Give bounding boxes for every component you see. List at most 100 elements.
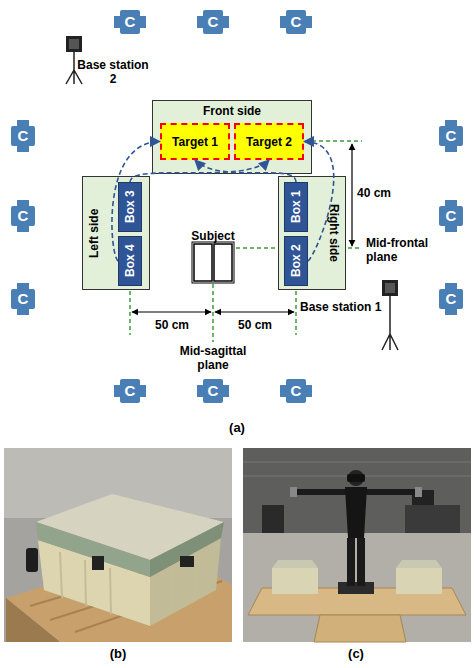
person-hand: [290, 487, 297, 497]
base-station-face: [69, 39, 79, 49]
camera-icon: C: [196, 6, 230, 38]
camera-letter: C: [434, 283, 468, 315]
camera-tab: [280, 16, 287, 28]
box-lid: [272, 560, 318, 568]
box-name: Box 4: [119, 237, 141, 285]
camera-letter: C: [113, 6, 147, 38]
area-box: Front sideTarget 1Target 2: [152, 100, 312, 174]
camera-tab: [139, 385, 146, 397]
camera-icon: C: [113, 6, 147, 38]
camera-icon: C: [434, 200, 468, 232]
dimension-arrow: [215, 311, 294, 312]
camera-tab: [17, 120, 29, 127]
camera-letter: C: [6, 283, 40, 315]
camera-tab: [305, 385, 312, 397]
camera-letter: C: [196, 6, 230, 38]
dashed-arrow: [304, 142, 334, 262]
tripod: [382, 296, 398, 350]
dashed-arrow: [195, 160, 296, 182]
area-name: Front side: [153, 104, 311, 118]
mid-sagittal-line: [212, 284, 214, 342]
base-station-body: [382, 280, 398, 296]
camera-letter: C: [6, 200, 40, 232]
camera-icon: C: [279, 6, 313, 38]
box-handle: [180, 556, 194, 567]
lab-chair: [262, 505, 284, 535]
reference-line: [129, 291, 131, 335]
camera-letter: C: [113, 375, 147, 407]
annotation-label: Mid-sagittal plane: [168, 344, 258, 372]
camera-tab: [445, 225, 457, 232]
camera-tab: [445, 145, 457, 152]
camera-icon: C: [6, 283, 40, 315]
vr-headset: [347, 474, 365, 482]
person-head: [348, 470, 364, 486]
annotation-label: Base station 2: [76, 58, 150, 86]
camera-tab: [17, 225, 29, 232]
area-box: Left side Box 3 Box 4: [82, 176, 150, 290]
camera-icon: C: [6, 200, 40, 232]
camera-tab: [17, 308, 29, 315]
base-station-body: [66, 36, 82, 52]
target-name: Target 2: [236, 125, 302, 158]
camera-tab: [17, 283, 29, 290]
base-station-face: [385, 283, 395, 293]
camera-letter: C: [196, 375, 230, 407]
box-block: Box 4: [118, 236, 142, 286]
camera-tab: [17, 200, 29, 207]
dashed-arrow: [130, 160, 269, 182]
camera-tab: [222, 16, 229, 28]
force-plate: [338, 582, 374, 594]
box-name: Box 3: [119, 183, 141, 231]
box-block: Box 3: [118, 182, 142, 232]
camera-icon: C: [279, 375, 313, 407]
box-block: Box 2: [284, 236, 308, 286]
camera-tab: [197, 16, 204, 28]
photo-box: [4, 448, 232, 642]
photo-floor: [243, 533, 471, 642]
lid-edge: [36, 522, 150, 577]
annotation-label: 40 cm: [357, 186, 407, 200]
box-name: Box 2: [285, 237, 307, 285]
camera-tab: [445, 200, 457, 207]
annotation-label: 50 cm: [233, 318, 277, 332]
photo-background: [4, 448, 232, 642]
annotation-label: 50 cm: [150, 318, 194, 332]
area-name: Right side: [323, 177, 345, 289]
reference-line: [305, 140, 362, 142]
area-name: Left side: [83, 177, 105, 289]
person-leg: [357, 538, 365, 586]
wooden-platform: [314, 615, 406, 642]
box-block: Box 1: [284, 182, 308, 232]
camera-tab: [139, 16, 146, 28]
camera-icon: C: [434, 283, 468, 315]
photo-background: [243, 448, 471, 642]
box-front: [272, 568, 318, 594]
camera-tab: [445, 120, 457, 127]
annotation-label: (a): [217, 421, 257, 435]
camera-tab: [445, 308, 457, 315]
camera-icon: C: [196, 375, 230, 407]
box-lid: [396, 560, 442, 568]
camera-tab: [114, 16, 121, 28]
foot-plate: [214, 244, 232, 281]
camera-tab: [280, 385, 287, 397]
dimension-arrow: [351, 144, 352, 246]
annotation-label: Base station 1: [300, 300, 386, 314]
camera-tab: [445, 283, 457, 290]
camera-letter: C: [434, 200, 468, 232]
person-hand: [415, 487, 422, 497]
camera-letter: C: [6, 120, 40, 152]
camera-letter: C: [434, 120, 468, 152]
box-handle: [26, 548, 38, 572]
camera-letter: C: [279, 375, 313, 407]
camera-tab: [197, 385, 204, 397]
base-station-icon: [382, 280, 398, 350]
dashed-arrow: [112, 142, 160, 262]
camera-icon: C: [434, 120, 468, 152]
dimension-arrow: [132, 311, 211, 312]
photo-setup: [243, 448, 471, 642]
person-leg: [347, 538, 355, 586]
